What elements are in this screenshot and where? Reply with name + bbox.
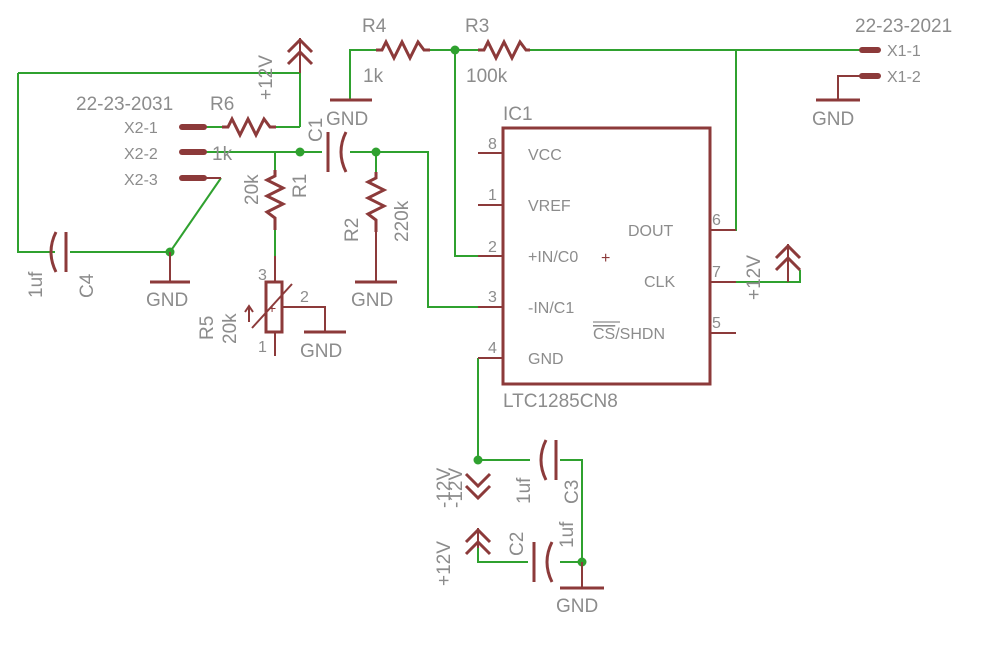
c3-value: 1uf <box>514 477 535 504</box>
ic1-part: LTC1285CN8 <box>503 391 618 412</box>
r3-value: 100k <box>466 66 508 87</box>
gnd-symbol: GND <box>300 330 346 362</box>
r4-value: 1k <box>363 66 384 87</box>
ic-pin-num: 4 <box>488 340 497 357</box>
ic-pin-label: DOUT <box>628 223 674 240</box>
supply-neg12: -12V +12V <box>434 468 492 586</box>
svg-text:GND: GND <box>300 341 342 362</box>
gnd-symbol: GND <box>556 562 604 617</box>
junction-dot <box>473 455 483 465</box>
ic-pin-num: 3 <box>488 289 497 306</box>
svg-text:GND: GND <box>812 109 854 130</box>
r5-pin2: 2 <box>300 289 309 306</box>
r6-value: 1k <box>212 144 233 165</box>
gnd-symbol: GND <box>326 98 372 130</box>
svg-text:GND: GND <box>146 290 188 311</box>
r1-name: R1 <box>290 174 311 198</box>
r5-pin3: 3 <box>258 267 267 284</box>
c2-value: 1uf <box>557 521 578 548</box>
resistor-r5-pot: + 3 2 1 R5 20k <box>197 256 326 356</box>
ic-pin-label-cs: CS/SHDN <box>593 326 665 343</box>
resistor-r1: R1 20k <box>242 170 311 230</box>
wire-clk-12v <box>710 270 801 283</box>
ic-pin-label: +IN/C0 <box>528 249 578 266</box>
ic-pin-label: -IN/C1 <box>528 300 574 317</box>
svg-text:+12V: +12V <box>256 55 277 100</box>
ic-pin-num: 8 <box>488 136 497 153</box>
connector-x2: 22-23-2031 X2-1 X2-2 X2-3 <box>76 94 221 189</box>
r2-name: R2 <box>342 218 363 242</box>
ic1-ref: IC1 <box>503 104 533 125</box>
r6-name: R6 <box>210 94 234 115</box>
wire-c2-left <box>477 548 528 563</box>
ic-pin-label: VCC <box>528 147 562 164</box>
svg-text:-12V: -12V <box>446 468 467 508</box>
supply-pos12-clk: +12V <box>744 243 802 300</box>
x2-pin-label: X2-2 <box>124 146 158 163</box>
junction-dot <box>371 147 381 157</box>
gnd-symbol: GND <box>351 280 397 311</box>
c4-name: C4 <box>77 273 98 298</box>
wire-c3-right <box>560 459 583 562</box>
x1-pin-label: X1-1 <box>887 43 921 60</box>
gnd-symbol: GND <box>812 98 860 130</box>
svg-text:+12V: +12V <box>744 255 765 300</box>
svg-text:-12V: -12V <box>434 468 455 508</box>
x1-pin-label: X1-2 <box>887 69 921 86</box>
resistor-r4: R4 1k <box>362 16 430 87</box>
gnd-symbols: GND GND GND GND GND GND <box>146 98 860 617</box>
c3-name: C3 <box>562 480 583 504</box>
wire-c1-in-minus <box>350 151 478 308</box>
ic-pin-num: 5 <box>712 315 721 332</box>
junction-dot <box>295 147 305 157</box>
capacitor-c1: C1 <box>306 118 348 173</box>
r3-name: R3 <box>465 16 489 37</box>
svg-text:GND: GND <box>351 290 393 311</box>
r5-value: 20k <box>220 313 241 344</box>
ic-pin-label: GND <box>528 351 564 368</box>
capacitor-c3: 1uf C3 <box>514 439 583 504</box>
r5-name: R5 <box>197 316 218 340</box>
ic-pin-num: 6 <box>712 212 721 229</box>
svg-text:+: + <box>268 300 276 316</box>
ic-plus-mark: + <box>601 250 610 267</box>
svg-text:GND: GND <box>326 109 368 130</box>
supply-pos12-c2: -12V <box>446 468 492 556</box>
r1-value: 20k <box>242 174 263 205</box>
x2-pin-label: X2-3 <box>124 172 158 189</box>
x1-name: 22-23-2021 <box>855 16 952 37</box>
ic-pin-label: VREF <box>528 198 571 215</box>
r4-name: R4 <box>362 16 387 37</box>
wire-r4-left <box>349 49 376 100</box>
wire-in-plus <box>454 50 478 257</box>
supply-pos12-top: +12V <box>256 37 314 100</box>
ic-pin-label: CLK <box>644 274 675 291</box>
capacitor-c4: 1uf C4 <box>26 231 98 298</box>
wire-x2-3-gnd <box>169 177 222 253</box>
r2-value: 220k <box>392 200 413 242</box>
c2-name: C2 <box>507 532 528 556</box>
ic1: IC1 LTC1285CN8 8 1 2 3 4 6 7 5 VCC VREF … <box>478 104 736 412</box>
svg-text:GND: GND <box>556 596 598 617</box>
svg-text:+12V: +12V <box>434 541 455 586</box>
ic-pin-num: 7 <box>712 264 721 281</box>
resistor-r2: R2 220k <box>342 172 413 282</box>
r5-pin1: 1 <box>258 339 267 356</box>
gnd-symbol: GND <box>146 252 190 311</box>
x2-pin-label: X2-1 <box>124 120 158 137</box>
wire-c4-left <box>17 73 55 253</box>
wire-dout <box>710 50 737 231</box>
ic-pin-num: 1 <box>488 187 497 204</box>
x2-name: 22-23-2031 <box>76 94 173 115</box>
resistor-r3: R3 100k <box>465 16 530 87</box>
ic-pin-num: 2 <box>488 239 497 256</box>
resistor-r6: R6 1k <box>210 94 276 165</box>
junction-dot <box>450 45 460 55</box>
connector-x1: 22-23-2021 X1-1 X1-2 <box>837 16 952 100</box>
capacitor-c2: C2 1uf <box>507 521 578 583</box>
c1-name: C1 <box>306 118 327 142</box>
c4-value: 1uf <box>26 271 47 298</box>
